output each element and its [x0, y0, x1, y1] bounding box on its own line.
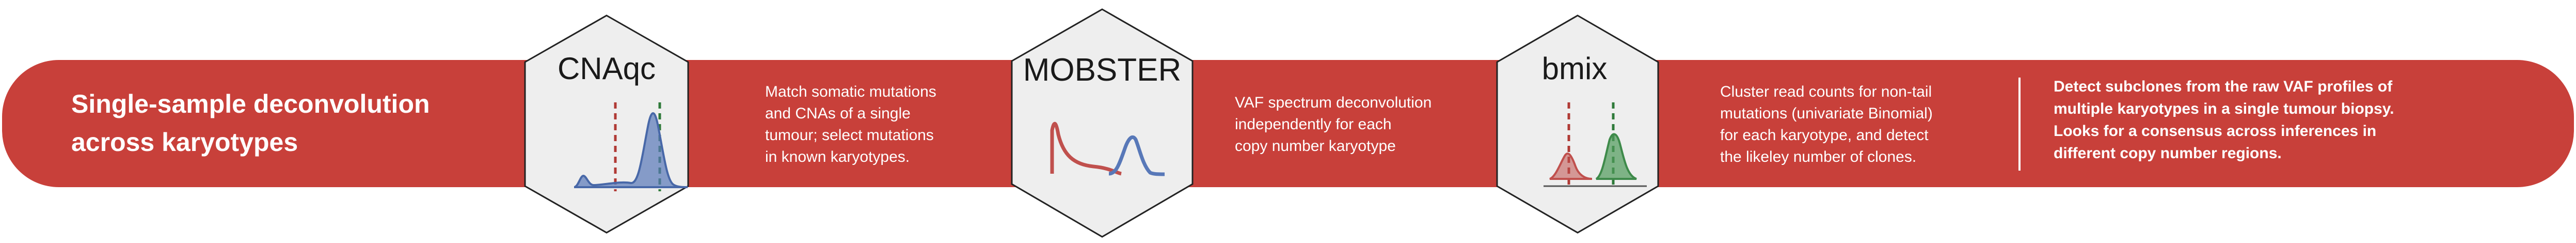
tool-description-mobster: VAF spectrum deconvolution independently…: [1235, 92, 1472, 157]
description-line: copy number karyotype: [1235, 138, 1396, 155]
description-line: tumour; select mutations: [765, 127, 934, 144]
binomial-mixture-icon: [1544, 102, 1647, 189]
description-line: mutations (univariate Binomial): [1720, 105, 1933, 122]
summary-line: different copy number regions.: [2054, 145, 2282, 162]
tail-plus-peak-icon: [1050, 122, 1165, 176]
description-line: Cluster read counts for non-tail: [1720, 83, 1932, 100]
summary-line: Looks for a consensus across inferences …: [2054, 123, 2377, 140]
description-line: Match somatic mutations: [765, 83, 936, 100]
tool-description-bmix: Cluster read counts for non-tail mutatio…: [1720, 81, 1999, 168]
description-line: the likeley number of clones.: [1720, 148, 1917, 165]
description-line: and CNAs of a single: [765, 105, 911, 122]
tool-name-cnaqc: CNAqc: [557, 51, 656, 86]
description-line: in known karyotypes.: [765, 148, 910, 165]
bmix-hexagon: [1496, 14, 1659, 234]
banner-title-line1: Single-sample deconvolution: [71, 89, 430, 118]
vaf-density-blue-peak-icon: [574, 102, 688, 191]
banner-title-line2: across karyotypes: [71, 128, 298, 157]
tool-description-cnaqc: Match somatic mutations and CNAs of a si…: [765, 81, 982, 168]
summary-line: multiple karyotypes in a single tumour b…: [2054, 100, 2394, 117]
banner-title: Single-sample deconvolution across karyo…: [71, 85, 500, 161]
description-line: for each karyotype, and detect: [1720, 127, 1929, 144]
tool-name-bmix: bmix: [1541, 51, 1608, 86]
pipeline-summary: Detect subclones from the raw VAF profil…: [2054, 75, 2518, 164]
tool-name-mobster: MOBSTER: [1023, 52, 1182, 88]
summary-line: Detect subclones from the raw VAF profil…: [2054, 78, 2393, 95]
description-line: VAF spectrum deconvolution: [1235, 94, 1432, 111]
mobster-hexagon: [1011, 8, 1194, 238]
cnaqc-hexagon: [524, 14, 689, 234]
description-line: independently for each: [1235, 116, 1392, 133]
